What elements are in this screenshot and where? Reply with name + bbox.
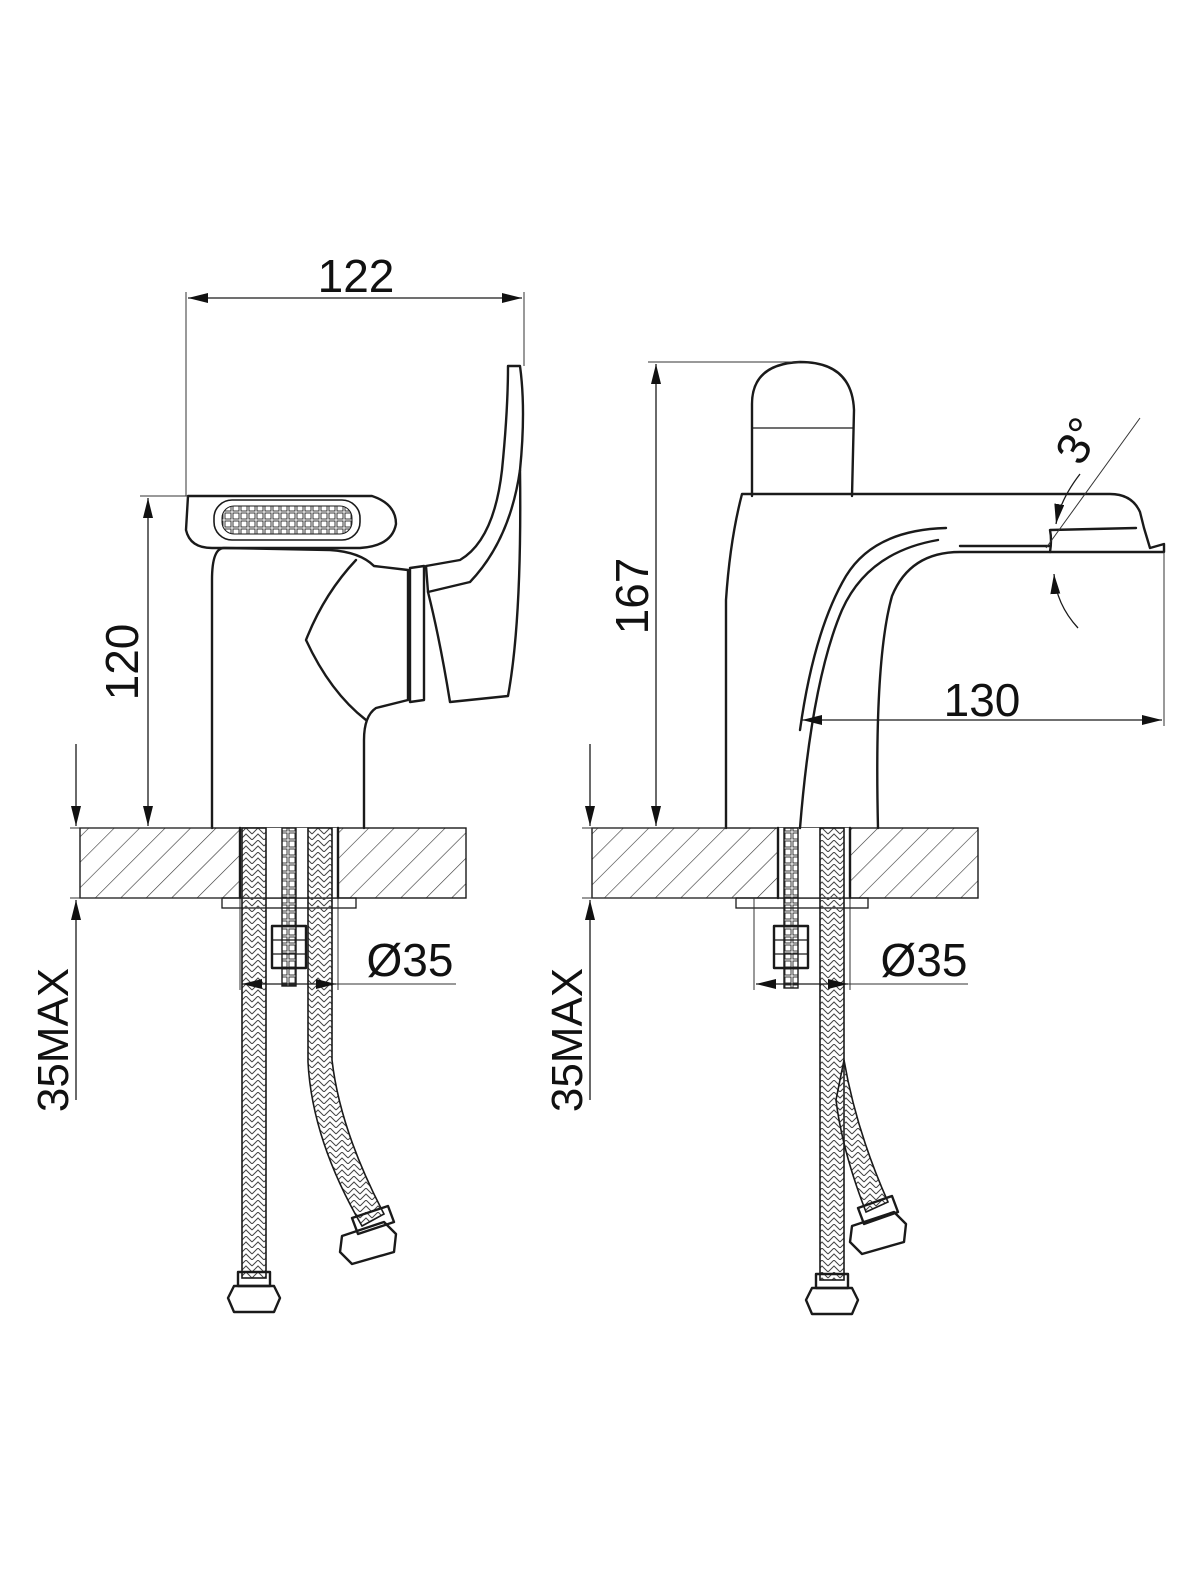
- dimension-120-label: 120: [96, 624, 148, 701]
- countertop-front: [79, 826, 467, 900]
- braided-hose-rear-side: [835, 1059, 908, 1256]
- dimension-dia35-front-label: Ø35: [367, 934, 454, 986]
- hex-nut-front: [270, 924, 308, 970]
- braided-hose-right-front: [307, 827, 398, 1266]
- dimension-35max-front-label: 35MAX: [29, 968, 78, 1112]
- dimension-35max-side-label: 35MAX: [543, 968, 592, 1112]
- body-notch-front: [304, 558, 368, 722]
- dimension-130: 130: [802, 552, 1165, 726]
- dimension-122-label: 122: [318, 250, 395, 302]
- braided-hose-left-front: [226, 827, 282, 1314]
- aerator-head: [184, 494, 398, 550]
- dimension-122: 122: [185, 250, 525, 496]
- hex-nut-side: [772, 924, 810, 970]
- dimension-35max-side: 35MAX: [543, 744, 736, 1112]
- dimension-130-label: 130: [944, 674, 1021, 726]
- dimension-120: 120: [96, 495, 188, 826]
- spout-outer-curve: [798, 526, 948, 732]
- dimension-dia35-side: Ø35: [753, 898, 968, 990]
- side-view: 167 130 3° 35MAX Ø35: [543, 360, 1166, 1316]
- front-view: 122 120 35MAX Ø35: [29, 250, 525, 1314]
- faucet-body-side: [724, 492, 1166, 830]
- dimension-35max-front: 35MAX: [29, 744, 222, 1112]
- dimension-167-label: 167: [606, 558, 658, 635]
- dimension-dia35-front: Ø35: [239, 898, 456, 990]
- dimension-167: 167: [606, 361, 800, 826]
- faucet-body-front: [210, 546, 410, 830]
- dimension-3deg: 3°: [1045, 409, 1141, 629]
- lever-handle-front[interactable]: [408, 364, 525, 704]
- lever-cap-side[interactable]: [750, 360, 856, 498]
- braided-hose-front-side: [804, 827, 860, 1316]
- dimension-3deg-label: 3°: [1045, 409, 1112, 472]
- threaded-stud-side: [783, 827, 799, 989]
- threaded-stud-front: [281, 827, 297, 987]
- dimension-dia35-side-label: Ø35: [881, 934, 968, 986]
- spout-inner-curve: [798, 526, 1138, 830]
- mounting-washer-side: [735, 897, 869, 909]
